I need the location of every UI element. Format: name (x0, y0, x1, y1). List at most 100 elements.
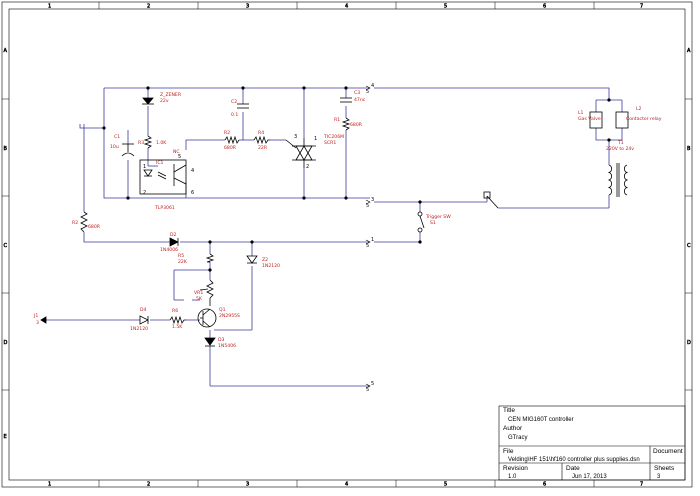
junctions (102, 86, 611, 272)
revision-label: Revision (503, 465, 528, 472)
resistor-r2-symbol (224, 135, 240, 145)
r1-ref: R1 (334, 117, 340, 123)
r2b-value: 680R (88, 224, 101, 230)
j1-ref: J1 (33, 313, 38, 319)
port-3-label: 3 (371, 197, 374, 203)
ic1-part: TLP3061 (154, 205, 175, 211)
col-marker-1-bottom: 1 (48, 482, 51, 488)
diode-d4-symbol (139, 315, 149, 325)
component-labels: Z_ZENER 22v C1 10u R3 1.0K IC1 TLP3061 N… (33, 90, 662, 349)
c2-value: 0.1 (231, 112, 238, 118)
row-marker-b: B (4, 146, 8, 152)
port-flag-4 (365, 85, 371, 91)
scr-ref: TIC206M (323, 134, 344, 140)
row-marker-e: E (4, 434, 7, 440)
document-label: Document (653, 448, 683, 455)
transformer-t1-symbol (607, 164, 612, 196)
resistor-r5-symbol (205, 253, 215, 263)
port-5-sub: 5 (366, 387, 369, 393)
l2-ref: L2 (636, 106, 642, 112)
author-label: Author (503, 425, 523, 432)
c3-ref: C3 (354, 90, 360, 96)
scr-pin1: 1 (314, 136, 317, 142)
q1-value: 2N2955S (219, 313, 240, 319)
ic1-pin5: 5 (178, 154, 181, 160)
port-flag-3 (365, 199, 371, 205)
connector-j1-symbol (40, 316, 47, 324)
row-marker-a: A (4, 48, 8, 54)
resistor-r2b-symbol (80, 211, 88, 233)
r3-value: 1.0K (156, 140, 167, 146)
col-marker-6-bottom: 6 (543, 482, 546, 488)
row-marker-d-right: D (687, 340, 691, 346)
l2-value: Contactor relay (626, 116, 662, 122)
title-label: Title (503, 407, 516, 414)
r2-ref: R2 (224, 130, 230, 136)
d3-ref: D3 (218, 337, 225, 343)
coil-l2-symbol (615, 111, 629, 129)
trigger-sw-ref: Trigger SW (425, 214, 451, 220)
scr-ref2: SCR1 (324, 140, 336, 146)
r1-value: 680R (350, 122, 363, 128)
col-marker-6: 6 (543, 4, 546, 10)
l1-value: Gas Valve (578, 116, 601, 122)
col-marker-3-bottom: 3 (246, 482, 249, 488)
port-1-sub: 5 (366, 243, 369, 249)
port-flags (365, 85, 371, 389)
row-marker-b-right: B (687, 146, 691, 152)
vr1-ref: VR1 (194, 290, 203, 296)
r6-value: 1.5K (172, 324, 183, 330)
wires (46, 87, 623, 387)
resistor-r3-symbol (143, 135, 153, 149)
transistor-q1-symbol (197, 308, 217, 328)
r2-value: 680R (224, 145, 237, 151)
port-4-sub: 5 (366, 89, 369, 95)
z2-value: 1N2120 (262, 263, 280, 269)
r4-value: 22R (258, 145, 268, 151)
c1-value: 10u (110, 144, 119, 150)
t1-value: 220V to 24v (606, 146, 634, 152)
row-marker-d: D (4, 340, 8, 346)
optocoupler-ic1-symbol (139, 159, 187, 195)
parts (40, 97, 629, 347)
revision-value: 1.0 (508, 474, 517, 480)
scr-pin2: 2 (306, 164, 309, 170)
r2b-ref: R2 (72, 220, 78, 226)
col-marker-2: 2 (147, 4, 150, 10)
row-marker-a-right: A (687, 48, 691, 54)
zener-z2-symbol (246, 255, 258, 264)
port-flag-5 (365, 383, 371, 389)
pin-numbers: 1 2 4 6 5 1 2 3 (143, 134, 317, 196)
port-5-label: 5 (371, 381, 374, 387)
c2-ref: C2 (231, 99, 237, 105)
row-markers: A B C D E A B C D (2, 48, 692, 440)
coil-l1-symbol (589, 111, 603, 129)
ic1-pin2: 2 (143, 190, 146, 196)
zener-value: 22v (160, 98, 169, 104)
author-value: GTracy (508, 435, 528, 441)
j1-value: 3 (36, 320, 39, 326)
l1-ref: L1 (578, 110, 584, 116)
col-marker-1: 1 (48, 4, 51, 10)
ic1-pin1: 1 (143, 164, 146, 170)
date-label: Date (566, 465, 580, 472)
port-flag-1 (365, 239, 371, 245)
port-3-sub: 5 (366, 203, 369, 209)
file-value: Velding\HF 151\hf160 controller plus sup… (508, 457, 640, 463)
q1-ref: Q1 (219, 307, 226, 313)
ic1-ref: IC1 (156, 160, 164, 166)
sheets-label: Sheets (654, 465, 675, 472)
trigger-sw-value: S1 (430, 220, 436, 226)
date-value: Jun 17, 2013 (572, 474, 607, 480)
z2-ref: Z2 (262, 257, 268, 263)
sheets-value: 3 (657, 474, 661, 480)
file-label: File (503, 448, 514, 455)
row-marker-c: C (4, 243, 8, 249)
diode-d3-symbol (204, 337, 216, 346)
scr-pin3: 3 (294, 134, 297, 140)
diode-d2-symbol (169, 237, 179, 247)
d4-value: 1N2120 (130, 326, 148, 332)
potentiometer-vr1-symbol (206, 279, 214, 299)
ic1-pin6: 6 (191, 190, 194, 196)
d2-ref: D2 (170, 232, 177, 238)
